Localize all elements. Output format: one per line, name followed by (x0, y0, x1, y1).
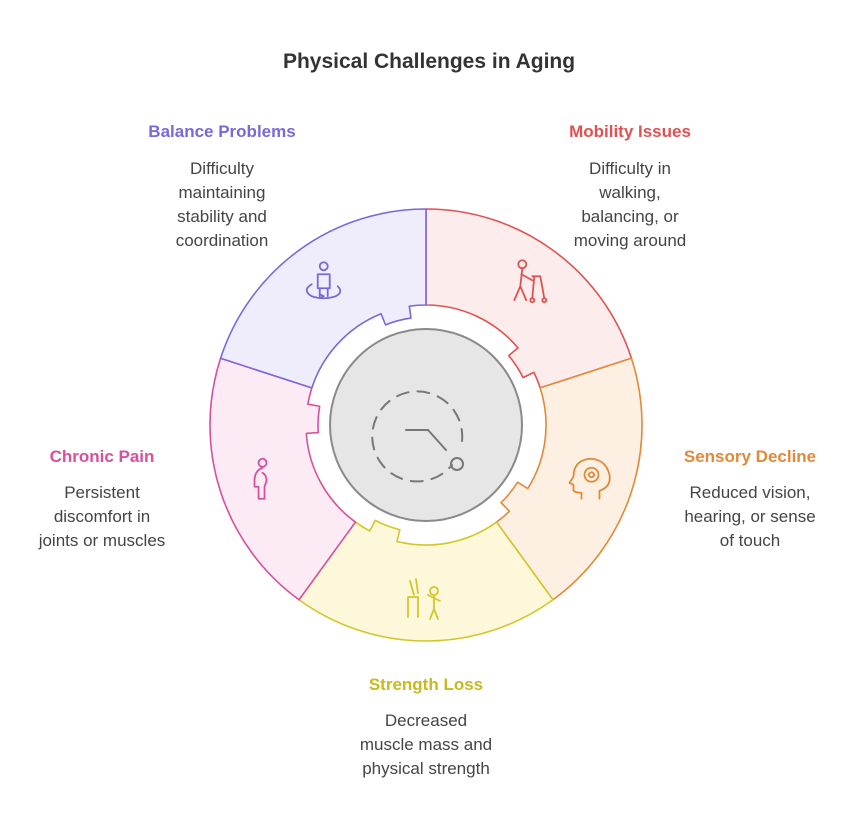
segment-shape-sensory (495, 357, 643, 601)
segment-shape-strength (298, 519, 554, 642)
person-pain-icon (253, 457, 268, 500)
segment-description-balance: Difficulty maintaining stability and coo… (175, 159, 269, 250)
segment-description-strength: Decreased muscle mass and physical stren… (359, 711, 493, 778)
segment-sensory (495, 357, 643, 601)
segment-shape-pain (209, 357, 357, 601)
segment-title-strength: Strength Loss (368, 675, 484, 694)
segment-description-pain: Persistent discomfort in joints or muscl… (38, 483, 166, 550)
segment-mobility (425, 208, 633, 389)
clock-time-icon (371, 390, 464, 483)
segment-title-sensory: Sensory Decline (683, 447, 817, 466)
segment-strength (298, 519, 554, 642)
segment-title-pain: Chronic Pain (49, 447, 155, 466)
center-circle (329, 328, 523, 522)
diagram-title: Physical Challenges in Aging (282, 50, 576, 73)
segment-description-sensory: Reduced vision, hearing, or sense of tou… (684, 483, 816, 550)
walker-icon (513, 259, 548, 304)
head-brain-icon (568, 457, 611, 500)
segment-shape-mobility (425, 208, 633, 389)
balance-person-icon (305, 261, 342, 300)
segment-pain (209, 357, 357, 601)
strength-icon (407, 578, 441, 620)
segment-title-mobility: Mobility Issues (569, 122, 691, 141)
segment-title-balance: Balance Problems (148, 122, 296, 141)
segment-description-mobility: Difficulty in walking, balancing, or mov… (573, 159, 687, 250)
center-hub (329, 328, 523, 522)
